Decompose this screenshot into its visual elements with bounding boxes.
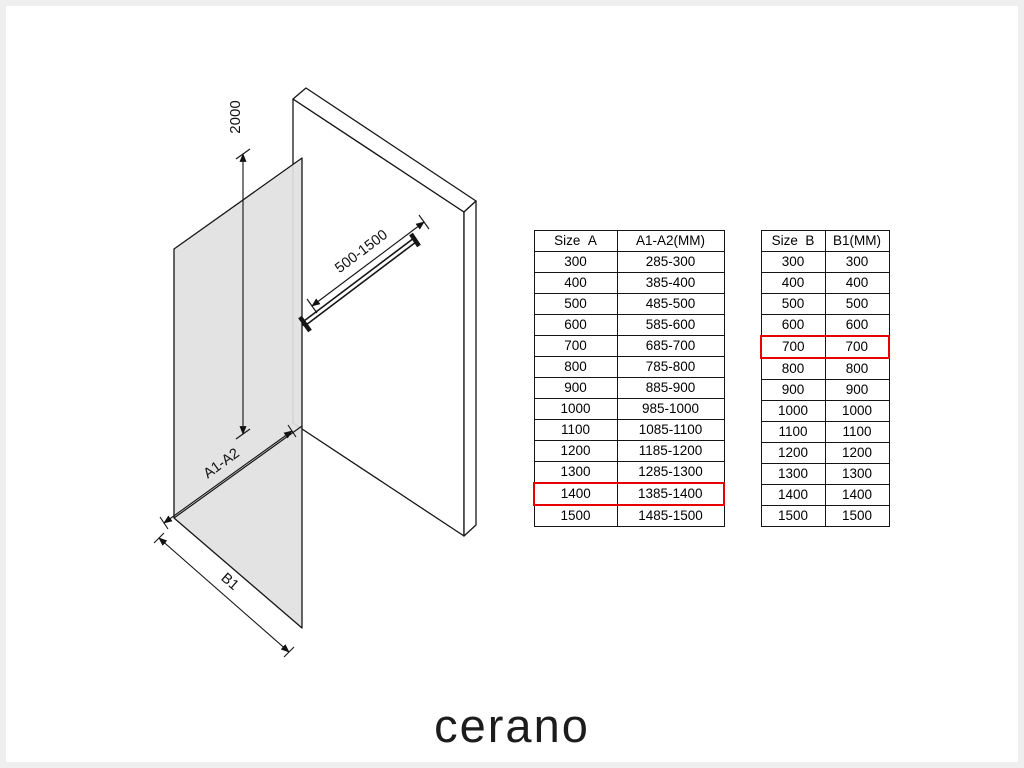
size-cell: 1100 [760,421,826,443]
brand-logo: cerano [434,699,590,752]
size-cell: 900 [533,377,618,399]
page-background: 2000 500-1500 A1-A2 B1 Size A [6,6,1018,762]
value-cell: 585-600 [616,314,725,336]
size-cell: 400 [760,272,826,294]
table-a-header-range: A1-A2(MM) [616,230,725,252]
size-cell: 500 [533,293,618,315]
size-cell: 1100 [533,419,618,441]
size-cell: 1000 [760,400,826,422]
table-b-header-row: Size B B1(MM) [760,230,890,252]
value-cell: 1400 [824,484,890,506]
value-cell: 1185-1200 [616,440,725,462]
value-cell: 600 [824,314,890,337]
value-cell: 1385-1400 [616,482,725,506]
size-cell: 1300 [533,461,618,484]
value-cell: 1485-1500 [616,504,725,527]
size-cell: 1000 [533,398,618,420]
value-cell: 385-400 [616,272,725,294]
value-cell: 500 [824,293,890,315]
value-cell: 985-1000 [616,398,725,420]
size-cell: 700 [760,335,826,359]
value-cell: 1100 [824,421,890,443]
size-cell: 1500 [760,505,826,527]
size-cell: 400 [533,272,618,294]
size-cell: 1500 [533,504,618,527]
wall [292,87,477,537]
wall-front-face [292,98,465,537]
table-b-header-size: Size B [760,230,826,252]
value-cell: 900 [824,379,890,401]
wall-side-face [463,200,477,537]
size-cell: 1200 [760,442,826,464]
value-cell: 1200 [824,442,890,464]
value-cell: 485-500 [616,293,725,315]
size-cell: 300 [760,251,826,273]
size-cell: 600 [760,314,826,337]
value-cell: 685-700 [616,335,725,357]
table-a-header-row: Size A A1-A2(MM) [533,230,725,252]
value-cell: 1000 [824,400,890,422]
table-a-header-size: Size A [533,230,618,252]
value-cell: 785-800 [616,356,725,378]
value-cell: 300 [824,251,890,273]
technical-diagram: 2000 500-1500 A1-A2 B1 [153,87,477,658]
size-cell: 800 [760,357,826,380]
glass-pane [173,157,303,629]
size-cell: 1300 [760,463,826,485]
size-cell: 700 [533,335,618,357]
size-cell: 1400 [760,484,826,506]
size-cell: 300 [533,251,618,273]
size-cell: 800 [533,356,618,378]
height-label: 2000 [227,100,244,133]
value-cell: 885-900 [616,377,725,399]
glass-panel [173,157,303,629]
clamp-pivot [301,321,307,327]
value-cell: 1085-1100 [616,419,725,441]
value-cell: 800 [824,357,890,380]
value-cell: 700 [824,335,890,359]
value-cell: 285-300 [616,251,725,273]
size-cell: 1400 [533,482,618,506]
value-cell: 1300 [824,463,890,485]
value-cell: 400 [824,272,890,294]
size-cell: 900 [760,379,826,401]
size-cell: 600 [533,314,618,336]
size-cell: 500 [760,293,826,315]
table-b-header-value: B1(MM) [824,230,890,252]
value-cell: 1500 [824,505,890,527]
value-cell: 1285-1300 [616,461,725,484]
size-cell: 1200 [533,440,618,462]
